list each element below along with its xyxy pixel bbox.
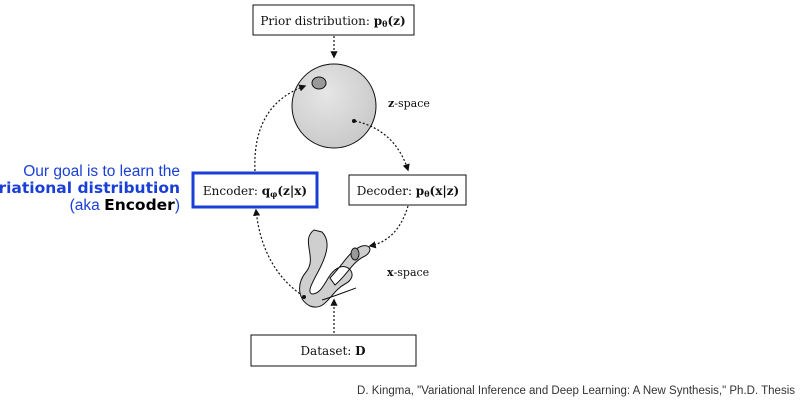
x-to-encoder-arrow xyxy=(253,208,304,297)
svg-text:Prior distribution: pθ(z): Prior distribution: pθ(z) xyxy=(260,14,405,29)
dataset-box: Dataset: D xyxy=(250,334,417,367)
prior-box: Prior distribution: pθ(z) xyxy=(252,4,415,36)
z-to-decoder-arrow xyxy=(354,120,410,172)
x-space-label: x-space xyxy=(387,266,429,279)
prior-subscript: θ xyxy=(382,19,388,29)
z-sample-point xyxy=(352,119,356,123)
svg-text:Encoder: qφ(z|x): Encoder: qφ(z|x) xyxy=(203,184,307,199)
svg-text:Decoder: pθ(x|z): Decoder: pθ(x|z) xyxy=(357,184,459,199)
posterior-blob xyxy=(311,76,327,90)
z-space-label: z-space xyxy=(388,97,430,110)
dataset-value: D xyxy=(355,344,365,358)
prior-math: p xyxy=(374,14,382,28)
z-space-sphere xyxy=(291,63,377,149)
x-space-manifold xyxy=(299,229,371,308)
prior-label: Prior distribution: xyxy=(260,14,373,28)
decoder-to-x-arrow xyxy=(368,205,409,249)
goal-line-1: Our goal is to learn the xyxy=(23,163,180,180)
goal-annotation: Our goal is to learn the variational dis… xyxy=(0,164,180,214)
goal-line-2: variational distribution xyxy=(0,179,180,197)
decoder-label: Decoder: xyxy=(357,184,416,198)
decoder-box: Decoder: pθ(x|z) xyxy=(348,174,467,206)
encoder-label: Encoder: xyxy=(203,184,262,198)
encoder-box: Encoder: qφ(z|x) xyxy=(191,171,319,209)
x-data-point xyxy=(302,295,306,299)
dataset-label: Dataset: xyxy=(300,344,355,358)
citation: D. Kingma, "Variational Inference and De… xyxy=(357,385,795,397)
svg-text:Dataset: D: Dataset: D xyxy=(300,344,365,358)
prior-args: (z) xyxy=(387,14,405,28)
encoder-to-z-arrow xyxy=(254,84,307,172)
goal-line-3: (aka Encoder) xyxy=(69,196,180,214)
likelihood-blob xyxy=(350,247,360,261)
